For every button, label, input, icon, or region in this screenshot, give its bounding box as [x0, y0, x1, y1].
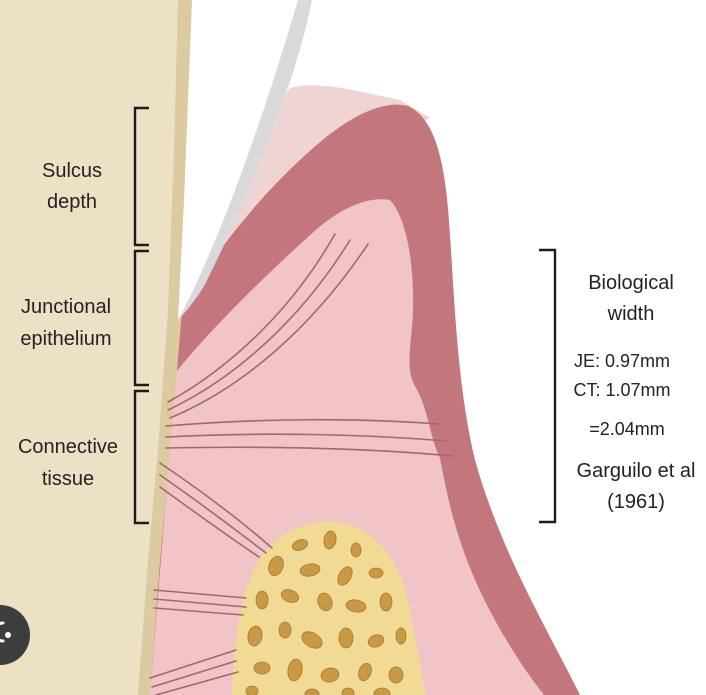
biological-width-title-line-2: width	[607, 303, 655, 325]
gingiva-inner	[150, 199, 544, 695]
bone-pores	[245, 530, 407, 695]
bone-pore	[317, 592, 333, 612]
bone-pore	[395, 627, 407, 645]
bone-pore	[268, 555, 284, 577]
fiber-line	[153, 589, 247, 599]
fiber-line	[167, 239, 351, 411]
bone-pore	[255, 590, 269, 610]
bone-pore	[247, 625, 263, 647]
junctional-epithelium-bracket	[133, 249, 149, 387]
fiber-line	[165, 446, 453, 457]
bone-pore	[373, 687, 391, 695]
bone-pore	[301, 631, 323, 649]
bone-pore	[345, 599, 367, 613]
fiber-line	[149, 649, 237, 679]
lens-icon-background[interactable]	[0, 605, 30, 665]
bone-pore	[367, 634, 385, 648]
fiber-line	[159, 486, 260, 558]
fiber-line	[165, 418, 441, 427]
bone-pore	[337, 566, 353, 586]
bone-pore	[341, 687, 355, 695]
bone-pore	[304, 688, 320, 695]
tooth-root	[0, 0, 196, 695]
citation-year: (1961)	[607, 491, 665, 513]
sulcus-depth-line-1: Sulcus	[42, 160, 102, 182]
bone-pore	[320, 667, 340, 683]
sulcus-depth-line-2: depth	[47, 191, 97, 213]
fiber-line	[165, 433, 447, 442]
connective-tissue-line-2: tissue	[42, 468, 94, 490]
cementum-layer	[138, 0, 196, 695]
bone-pore	[379, 592, 393, 612]
bone-pore	[388, 666, 404, 684]
lens-icon[interactable]	[0, 605, 30, 665]
ct-measurement: CT: 1.07mm	[573, 380, 670, 400]
sulcus-depth-bracket	[133, 106, 149, 247]
bone-pore	[253, 661, 271, 675]
connective-tissue-bracket	[133, 389, 149, 525]
bone-pore	[338, 627, 354, 649]
bone-pore	[350, 542, 362, 558]
total-measurement: =2.04mm	[589, 419, 665, 439]
bone-pore	[280, 589, 300, 603]
bone-pore	[323, 530, 337, 550]
biological-width-bracket	[539, 248, 557, 524]
biological-width-label: Biological width JE: 0.97mm CT: 1.07mm =…	[573, 272, 695, 513]
fiber-line	[167, 233, 336, 403]
junctional-epithelium-line-1: Junctional	[21, 296, 111, 318]
bone-pore	[245, 685, 259, 695]
fiber-line	[169, 243, 369, 419]
junctional-epithelium-line-2: epithelium	[20, 328, 111, 350]
connective-tissue-line-1: Connective	[18, 436, 118, 458]
fiber-line	[159, 474, 267, 554]
bone-pore	[278, 621, 292, 639]
bone-pore	[287, 658, 303, 682]
bone-pore	[358, 662, 372, 682]
bone-pore	[291, 539, 309, 551]
fiber-line	[153, 598, 247, 608]
bone-pore	[368, 567, 384, 579]
fiber-line	[155, 671, 239, 695]
citation-authors: Garguilo et al	[577, 460, 696, 482]
fiber-line	[153, 607, 244, 616]
junctional-epithelium-label: Junctional epithelium	[20, 296, 111, 350]
connective-tissue-label: Connective tissue	[18, 436, 118, 490]
gingival-fibers	[149, 233, 453, 695]
fiber-line	[151, 660, 237, 688]
biological-width-title-line-1: Biological	[588, 272, 674, 294]
lens-icon-dot	[5, 632, 11, 638]
fiber-line	[159, 462, 273, 549]
sulcus-depth-label: Sulcus depth	[42, 160, 102, 213]
je-measurement: JE: 0.97mm	[574, 351, 670, 371]
bone-pore	[299, 563, 321, 577]
enamel-shade	[178, 0, 312, 320]
